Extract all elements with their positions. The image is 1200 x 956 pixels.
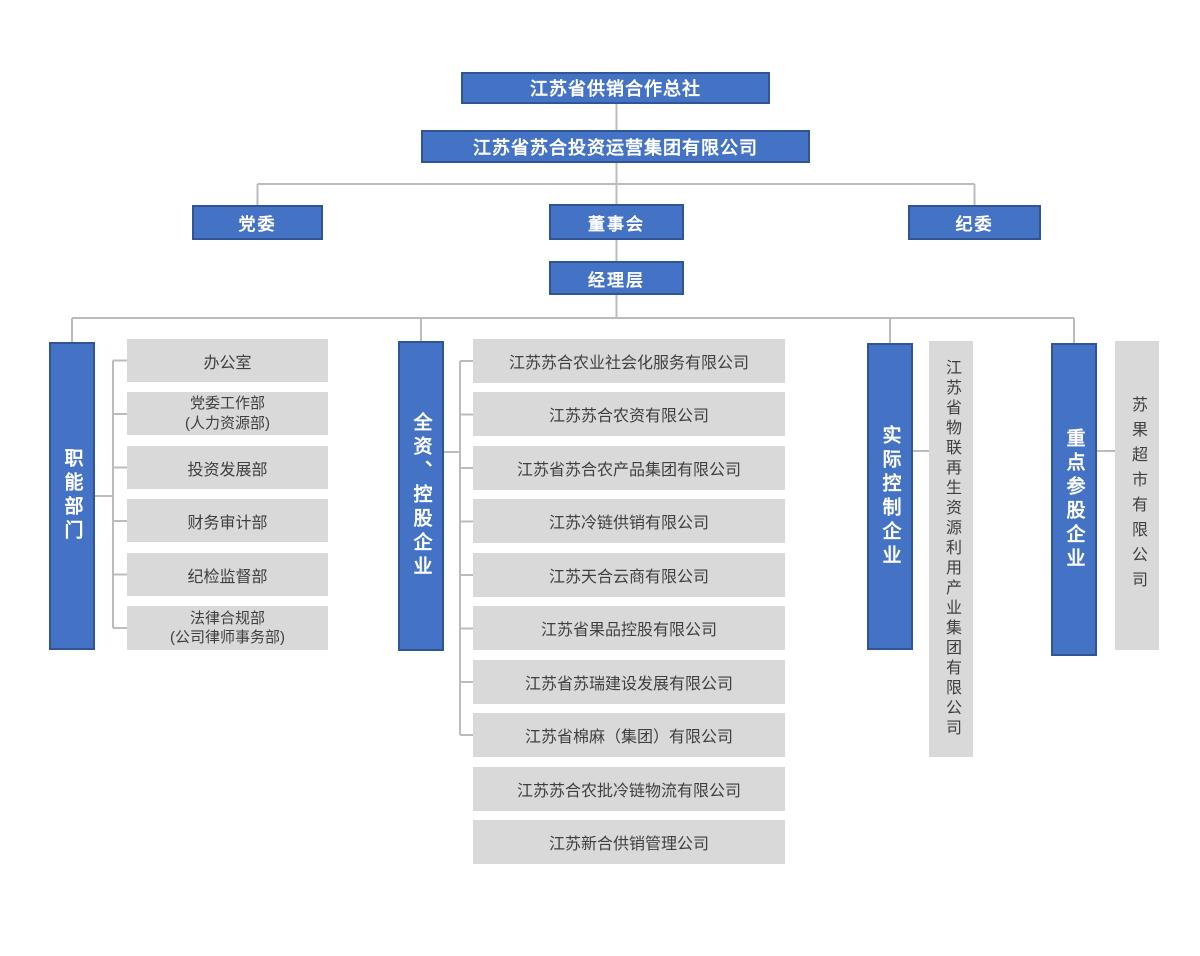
- dept-box: 纪检监督部: [127, 553, 328, 596]
- node-root: 江苏省供销合作总社: [461, 72, 770, 104]
- dept-box: 办公室: [127, 339, 328, 382]
- branch-header-key-participation: 重点参股企业: [1051, 343, 1097, 656]
- dept-box: 法律合规部 (公司律师事务部): [127, 606, 328, 650]
- company-box: 江苏省棉麻（集团）有限公司: [473, 713, 785, 757]
- dept-box: 投资发展部: [127, 446, 328, 489]
- company-box-vertical: 苏果超市有限公司: [1115, 341, 1159, 650]
- company-box: 江苏新合供销管理公司: [473, 820, 785, 864]
- company-box-vertical: 江苏省物联再生资源利用产业集团有限公司: [929, 341, 973, 757]
- dept-box: 党委工作部 (人力资源部): [127, 392, 328, 435]
- company-box: 江苏冷链供销有限公司: [473, 499, 785, 543]
- node-party-committee: 党委: [192, 205, 323, 240]
- company-box: 江苏苏合农批冷链物流有限公司: [473, 767, 785, 811]
- node-group-company: 江苏省苏合投资运营集团有限公司: [421, 130, 810, 163]
- company-box: 江苏苏合农业社会化服务有限公司: [473, 339, 785, 383]
- branch-header-actual-control: 实际控制企业: [867, 343, 913, 650]
- dept-box: 财务审计部: [127, 499, 328, 542]
- branch-header-wholly-owned: 全资、控股企业: [398, 341, 444, 651]
- node-discipline-committee: 纪委: [908, 205, 1041, 240]
- node-management: 经理层: [549, 261, 684, 295]
- company-box: 江苏省苏瑞建设发展有限公司: [473, 660, 785, 704]
- branch-header-functional: 职能部门: [49, 342, 95, 650]
- node-board: 董事会: [549, 204, 684, 240]
- company-box: 江苏天合云商有限公司: [473, 553, 785, 597]
- company-box: 江苏省苏合农产品集团有限公司: [473, 446, 785, 490]
- company-box: 江苏苏合农资有限公司: [473, 392, 785, 436]
- company-box: 江苏省果品控股有限公司: [473, 606, 785, 650]
